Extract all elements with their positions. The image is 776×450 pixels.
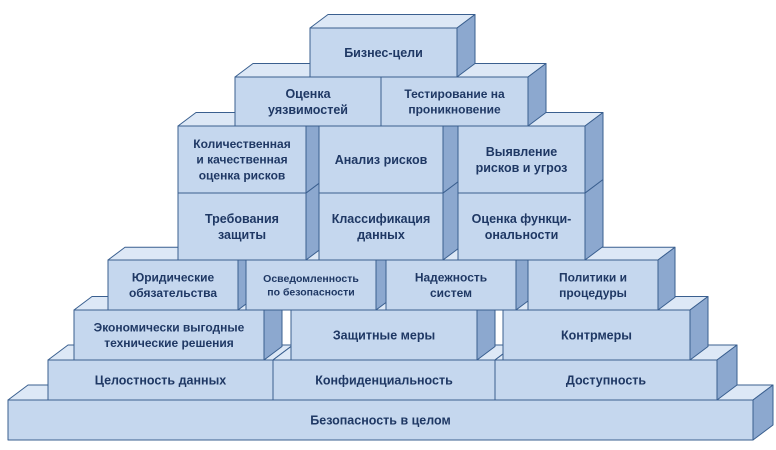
block-label-line: данных <box>357 228 405 242</box>
block-label-line: оценка рисков <box>199 168 286 182</box>
block-label: Классификация данных <box>332 212 431 242</box>
block-label-line: рисков и угроз <box>476 161 568 175</box>
block-label: Осведомленность по безопасности <box>263 273 359 299</box>
block-label-line: Безопасность в целом <box>310 413 450 427</box>
block-label-line: Бизнес-цели <box>344 46 423 60</box>
block-label: Тестирование на проникновение <box>404 87 505 117</box>
block-front-face <box>385 259 517 311</box>
block-front-face <box>380 76 529 127</box>
block-label-line: Доступность <box>566 373 647 387</box>
block-front-face <box>309 27 458 78</box>
block-label-line: обязательства <box>129 286 217 300</box>
block-label-line: Анализ рисков <box>335 153 428 167</box>
block-label: Требования защиты <box>205 212 279 242</box>
block-risk-threat-identification: Выявление рисков и угроз <box>457 112 604 194</box>
block-label-line: Защитные меры <box>333 328 435 342</box>
block-label-line: Экономически выгодные <box>94 320 245 334</box>
block-label: Доступность <box>566 373 647 387</box>
block-front-face <box>234 76 382 127</box>
block-label-line: Требования <box>205 212 279 226</box>
block-label: Надежность систем <box>415 270 487 300</box>
block-label-line: систем <box>430 286 472 300</box>
block-front-face <box>177 192 307 261</box>
block-label-line: и качественная <box>196 153 287 167</box>
block-label: Экономически выгодные технические решения <box>94 320 245 350</box>
block-label: Безопасность в целом <box>310 413 450 427</box>
block-label-line: Политики и <box>559 270 627 284</box>
block-front-face <box>457 192 586 261</box>
block-label-line: Юридические <box>132 270 215 284</box>
block-label-line: проникновение <box>408 103 501 117</box>
block-label-line: Конфиденциальность <box>315 373 453 387</box>
block-label: Политики и процедуры <box>559 270 627 300</box>
block-label-line: Контрмеры <box>561 328 632 342</box>
block-top-face <box>309 14 476 29</box>
block-label-line: Надежность <box>415 270 487 284</box>
block-side-face <box>584 112 604 194</box>
block-label-line: защиты <box>218 228 266 242</box>
block-label-line: Классификация <box>332 212 431 226</box>
block-label: Юридические обязательства <box>129 270 217 300</box>
block-label-line: процедуры <box>559 286 627 300</box>
block-label: Выявление рисков и угроз <box>476 145 568 175</box>
block-label-line: Количественная <box>193 137 290 151</box>
block-front-face <box>245 259 377 311</box>
block-label: Конфиденциальность <box>315 373 453 387</box>
block-front-face <box>107 259 239 311</box>
block-label: Оценка уязвимостей <box>268 87 348 117</box>
block-front-face <box>527 259 659 311</box>
block-label-line: Тестирование на <box>404 87 505 101</box>
block-label-line: технические решения <box>104 336 234 350</box>
block-label: Целостность данных <box>95 373 226 387</box>
block-label-line: Оценка <box>285 87 331 101</box>
block-label: Бизнес-цели <box>344 46 423 60</box>
block-label-line: Целостность данных <box>95 373 226 387</box>
block-label-line: Оценка функци- <box>472 212 572 226</box>
block-label: Контрмеры <box>561 328 632 342</box>
block-label-line: ональности <box>485 228 559 242</box>
block-front-face <box>457 125 586 194</box>
block-label: Защитные меры <box>333 328 435 342</box>
block-label-line: Осведомленность <box>263 273 359 285</box>
block-label-line: уязвимостей <box>268 103 348 117</box>
block-business-goals: Бизнес-цели <box>309 14 476 78</box>
block-front-face <box>73 309 265 361</box>
block-label: Оценка функци-ональности <box>472 212 572 242</box>
block-front-face <box>318 192 444 261</box>
block-label-line: Выявление <box>486 145 557 159</box>
block-label: Анализ рисков <box>335 153 428 167</box>
block-label-line: по безопасности <box>267 287 354 299</box>
